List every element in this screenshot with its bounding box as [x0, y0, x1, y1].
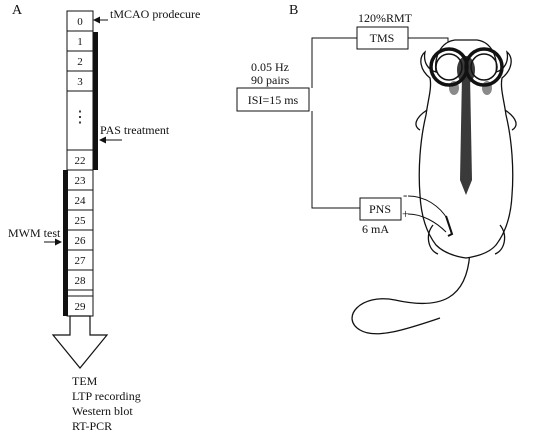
timeline-day-label: 0 [77, 16, 83, 28]
pas-label: PAS treatment [100, 123, 170, 137]
isi-label: ISI=15 ms [248, 93, 299, 107]
tms-coil-left-inner [435, 53, 463, 81]
pole-positive: + [402, 206, 409, 221]
tms-coil-right-inner [470, 53, 498, 81]
wire-pns [311, 111, 360, 209]
timeline-day-label: 25 [75, 215, 87, 227]
frequency-label: 0.05 Hz [251, 60, 289, 74]
outcome-item: RT-PCR [72, 419, 112, 433]
timeline-day-label: 23 [75, 175, 87, 187]
outcome-item: Western blot [72, 404, 133, 418]
timeline-day-label: 3 [77, 76, 83, 88]
rat-hind-leg-right [494, 224, 506, 255]
mwm-test-bar [63, 170, 68, 316]
tms-intensity: 120%RMT [358, 11, 413, 25]
timeline-day-label: 1 [77, 36, 83, 48]
pairs-label: 90 pairs [251, 73, 290, 87]
panel-b-label: B [289, 3, 298, 18]
outcome-item: LTP recording [72, 389, 141, 403]
tmcao-label: tMCAO prodecure [110, 7, 200, 21]
isi-box [236, 87, 310, 112]
wire-tms [311, 37, 357, 88]
pas-treatment-bar [93, 32, 98, 170]
electrode-wire-positive [407, 213, 447, 233]
timeline-day-label: 24 [75, 195, 87, 207]
rat-tail [351, 249, 471, 335]
outcome-arrow [51, 315, 109, 369]
timeline-day-label: 27 [75, 255, 87, 267]
pns-current: 6 mA [362, 222, 389, 236]
electrode-needle [445, 215, 454, 237]
timeline-day-label: 29 [75, 301, 87, 313]
rat-front-paw-right [504, 109, 517, 131]
outcome-item: TEM [72, 374, 98, 388]
pns-box [359, 197, 402, 221]
timeline-day-label: 28 [75, 275, 87, 287]
rat-hind-leg-left [427, 224, 439, 255]
timeline-day-label: 2 [77, 56, 83, 68]
tms-coil-right [464, 47, 504, 87]
pole-negative: - [403, 187, 407, 202]
rat-spine [460, 75, 472, 195]
mwm-label: MWM test [8, 226, 61, 240]
timeline-day-label: 26 [75, 235, 87, 247]
pns-box-label: PNS [369, 202, 391, 216]
rat-illustration [351, 39, 517, 335]
tms-box-label: TMS [370, 31, 395, 45]
timeline-day-label: 22 [75, 155, 86, 167]
panel-a-label: A [12, 3, 23, 18]
rat-front-paw-left [415, 109, 428, 131]
timeline-ellipsis: ⋮ [72, 109, 88, 126]
